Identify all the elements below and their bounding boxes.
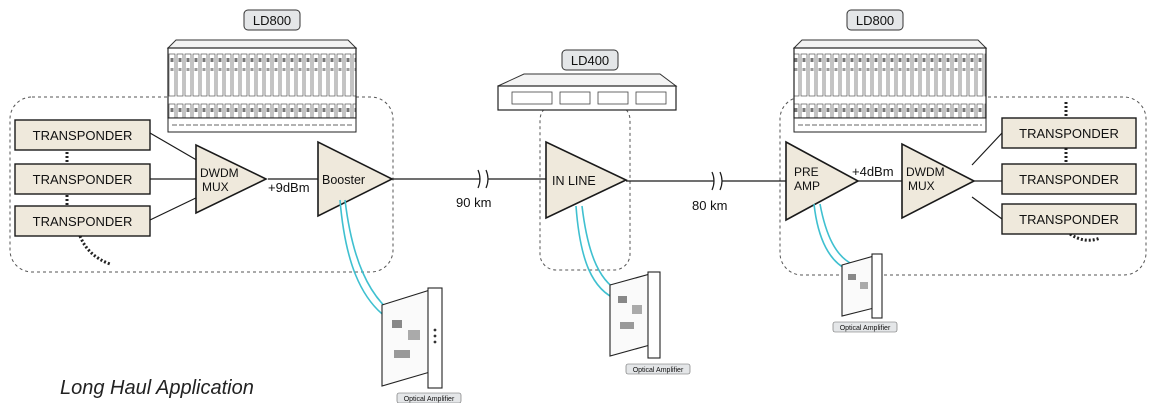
right-amp-card [841, 253, 883, 319]
right-dwdm-mux: DWDM MUX [901, 142, 976, 220]
preamp-line2: AMP [794, 179, 820, 193]
preamp-line1: PRE [794, 165, 819, 179]
left-amp-card-label: Optical Amplifier [404, 396, 455, 403]
left-power-label: +9dBm [268, 180, 310, 195]
inline-amplifier: IN LINE [545, 140, 628, 220]
booster-amplifier: Booster [317, 140, 394, 218]
preamp-amplifier: PRE AMP [785, 140, 860, 222]
left-transponder-1: TRANSPONDER [14, 119, 151, 151]
right-transponder-2-label: TRANSPONDER [1019, 172, 1119, 187]
span2-distance: 80 km [692, 198, 727, 213]
left-ld800-label: LD800 [253, 13, 291, 28]
mid-amp-card [609, 271, 661, 359]
left-amp-card-tag: Optical Amplifier [396, 392, 462, 403]
right-mux-line2: MUX [908, 179, 935, 193]
left-mux-line2: MUX [202, 180, 229, 194]
left-transponder-3-label: TRANSPONDER [33, 214, 133, 229]
right-transponder-3-label: TRANSPONDER [1019, 212, 1119, 227]
right-transponder-1-label: TRANSPONDER [1019, 126, 1119, 141]
mid-ld400-chassis [497, 73, 678, 111]
left-ld800-chassis [166, 39, 358, 133]
mid-amp-card-tag: Optical Amplifier [625, 363, 691, 375]
inline-label: IN LINE [552, 174, 596, 188]
right-transponder-3: TRANSPONDER [1001, 203, 1137, 235]
right-mux-line1: DWDM [906, 165, 945, 179]
right-ld800-label: LD800 [856, 13, 894, 28]
mid-ld400-tag: LD400 [561, 49, 619, 71]
mid-ld400-label: LD400 [571, 53, 609, 68]
mid-amp-card-label: Optical Amplifier [633, 367, 684, 374]
right-ld800-tag: LD800 [846, 9, 904, 31]
continuation-dots [65, 102, 1101, 266]
right-amp-card-label: Optical Amplifier [840, 325, 891, 332]
left-transponder-1-label: TRANSPONDER [33, 128, 133, 143]
signal-lines [149, 132, 1003, 221]
right-transponder-1: TRANSPONDER [1001, 117, 1137, 149]
right-power-label: +4dBm [852, 164, 894, 179]
left-ld800-tag: LD800 [243, 9, 301, 31]
mid-site-boundary [539, 103, 631, 271]
left-dwdm-mux: DWDM MUX [195, 143, 268, 215]
left-amp-card [381, 287, 443, 389]
left-transponder-2: TRANSPONDER [14, 163, 151, 195]
left-transponder-3: TRANSPONDER [14, 205, 151, 237]
right-ld800-chassis [792, 39, 988, 133]
right-transponder-2: TRANSPONDER [1001, 163, 1137, 195]
booster-label: Booster [322, 173, 365, 187]
diagram-caption: Long Haul Application [60, 377, 254, 399]
left-transponder-2-label: TRANSPONDER [33, 172, 133, 187]
left-mux-line1: DWDM [200, 166, 239, 180]
right-site-boundary [779, 96, 1147, 276]
right-amp-card-tag: Optical Amplifier [832, 321, 898, 333]
span1-distance: 90 km [456, 195, 491, 210]
